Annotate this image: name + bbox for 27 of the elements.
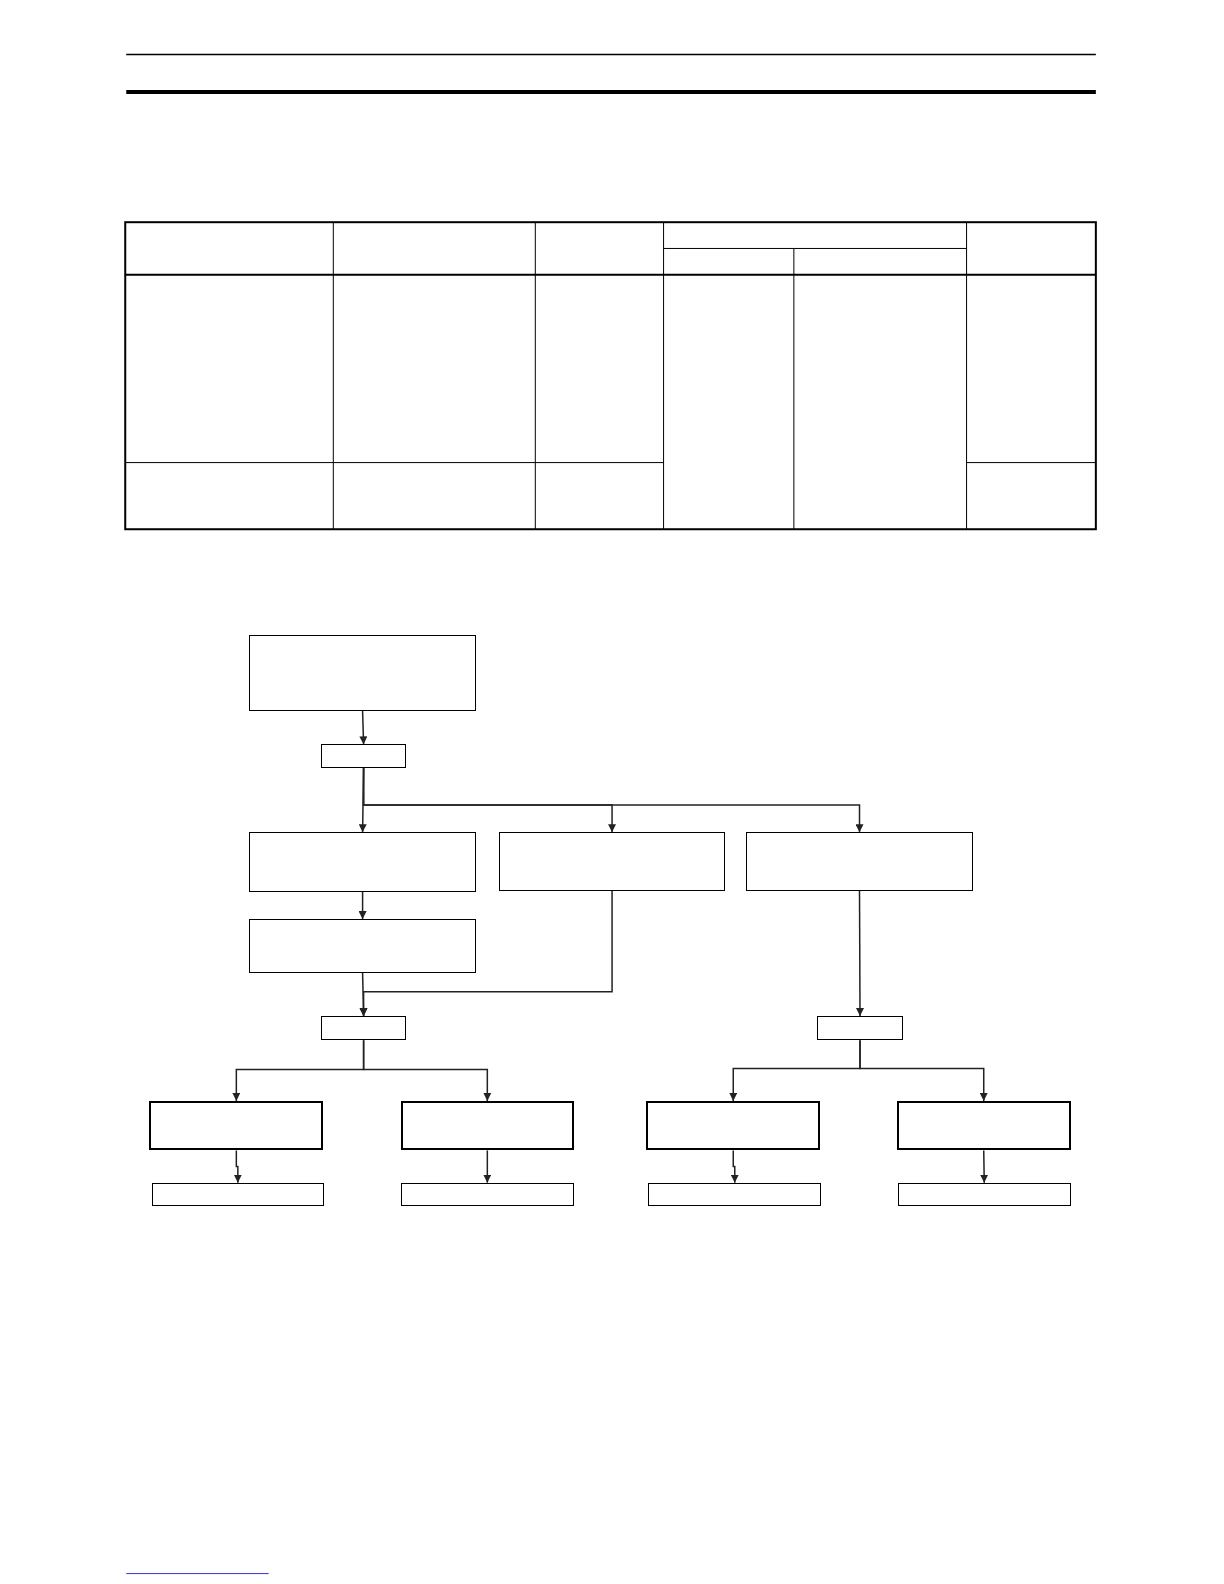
- process-box: [897, 1182, 1071, 1206]
- process-box: [646, 1100, 821, 1151]
- process-box: [321, 1016, 406, 1041]
- process-box: [400, 1182, 574, 1206]
- process-box: [321, 744, 406, 768]
- process-box: [249, 832, 476, 892]
- process-box: [249, 919, 476, 973]
- process-box: [149, 1100, 324, 1151]
- process-box: [896, 1100, 1071, 1151]
- arrow: [233, 1149, 242, 1184]
- arrow: [856, 890, 864, 1017]
- process-box: [400, 1100, 574, 1151]
- arrow: [359, 710, 368, 746]
- process-box: [817, 1016, 903, 1041]
- process-box: [151, 1182, 325, 1206]
- arrow: [362, 1039, 492, 1102]
- arrow: [859, 1039, 988, 1102]
- arrow: [730, 1149, 739, 1184]
- process-box: [746, 832, 973, 891]
- process-box: [249, 635, 476, 712]
- arrow: [980, 1149, 989, 1184]
- process-box: [498, 832, 726, 891]
- arrow: [483, 1149, 492, 1184]
- process-box: [648, 1182, 822, 1206]
- arrow: [359, 890, 613, 1017]
- arrow: [358, 891, 367, 920]
- arrow: [362, 766, 864, 833]
